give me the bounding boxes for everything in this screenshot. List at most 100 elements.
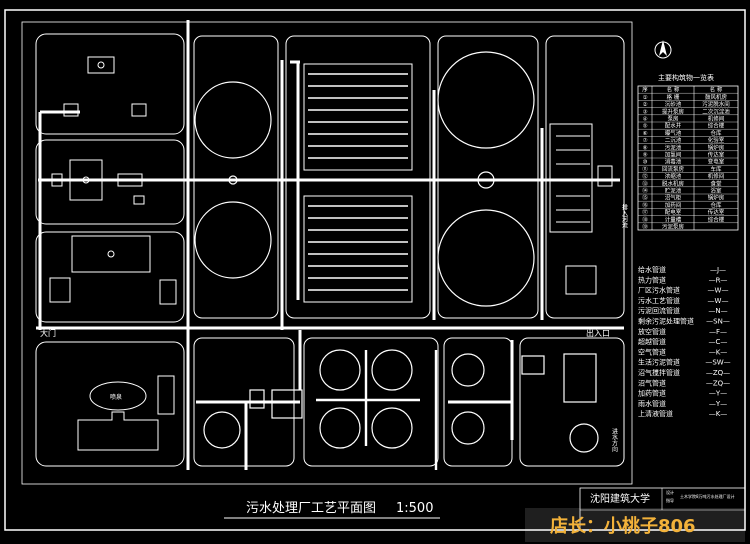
fountain-shape: [89, 381, 147, 411]
pipe-legend-code: —SN—: [706, 318, 730, 326]
pipe-legend-code: —ZQ—: [706, 379, 730, 387]
pipe-legend-code: —ZQ—: [706, 369, 730, 377]
structures-table-cell: ⑲: [642, 223, 648, 231]
pipe-legend-row: 空气管道 —K—: [638, 347, 727, 356]
pipe-legend-code: —N—: [708, 307, 727, 315]
structures-table-cell: 加药间: [665, 201, 682, 209]
structures-table-cell: ③: [643, 109, 648, 115]
structures-table-cell: 传达室: [708, 208, 725, 216]
structures-table-cell: ⑰: [642, 208, 648, 216]
structures-table-cell: ⑤: [643, 124, 648, 130]
structures-table-cell: ⑨: [643, 152, 648, 159]
structures-table-cell: 泵房: [667, 115, 679, 123]
outflow-label: 排入河流: [621, 203, 628, 229]
structures-table-cell: 污泥脱水间: [702, 100, 730, 108]
pipe-legend-name: 生活污泥管道: [638, 358, 680, 367]
clarifiers: [194, 51, 535, 307]
pipe-legend-code: —R—: [709, 276, 728, 284]
west-gate-label: 大门: [40, 328, 56, 338]
pipe-legend-code: —F—: [709, 328, 727, 336]
aeration-tanks: [303, 63, 413, 303]
pipe-legend-code: —W—: [708, 287, 729, 295]
east-gate-label: 出入口: [586, 328, 610, 338]
structures-table-cell: ①: [643, 95, 648, 101]
structures-table-cell: 机修间: [708, 172, 725, 180]
pipe-legend-code: —Y—: [709, 390, 727, 398]
pipe-legend-row: 厂区污水管道 —W—: [638, 286, 728, 295]
structures-table-cell: 沼气柜: [665, 194, 682, 202]
school-name: 沈阳建筑大学: [590, 492, 650, 505]
structures-table-cell: 曝气池: [665, 129, 682, 137]
pipe-legend-name: 沼气搅拌管道: [638, 368, 680, 377]
digester-pipes: [316, 350, 438, 470]
structures-table-cell: 机修间: [708, 115, 725, 123]
structures-table-cell: 二沉池: [665, 136, 682, 144]
drawing-title: 污水处理厂工艺平面图: [246, 501, 376, 516]
structures-table-cell: 名 称: [667, 86, 680, 94]
pipe-legend-name: 超越管道: [638, 337, 666, 346]
structures-table-cell: 提升泵房: [662, 107, 685, 115]
project-name: 土木学院8万吨污水处理厂设计: [680, 493, 735, 499]
structures-table-cell: ④: [643, 117, 648, 123]
structures-table-cell: 锅炉房: [708, 143, 725, 151]
pipe-legend-row: 超越管道—C—: [638, 337, 727, 346]
pipe-legend-name: 上清液管道: [638, 409, 673, 418]
main-pipes: [36, 20, 624, 470]
structures-table-cell: ⑬: [642, 179, 648, 187]
pipe-legend-code: —J—: [710, 266, 726, 274]
aeration-baffles: [308, 73, 408, 291]
pipe-legend-row: 沼气搅拌管道 —ZQ—: [638, 368, 730, 377]
pipe-legend-code: —K—: [709, 410, 728, 418]
office-area: [77, 375, 175, 451]
pipe-legend-code: —Y—: [709, 400, 727, 408]
pipe-legend-row: 污泥回流管道 —N—: [638, 306, 728, 315]
structures-table-cell: 变电室: [708, 158, 725, 166]
structures-table-cell: ⑦: [643, 137, 648, 144]
watermark-band: [525, 508, 745, 542]
structures-table-cell: 回流泵房: [662, 165, 685, 173]
structures-table-cell: 污泥池: [665, 143, 682, 151]
structures-table-cell: 消毒池: [665, 158, 682, 166]
structures-table-cell: 综合楼: [708, 122, 725, 130]
structures-table-cell: ⑯: [642, 201, 648, 209]
pipe-legend-name: 加药管道: [638, 389, 666, 398]
pipe-legend-name: 空气管道: [638, 347, 666, 356]
pipe-legend-name: 污水工艺管道: [638, 296, 680, 305]
drawing-scale: 1:500: [396, 501, 433, 516]
pipe-legend-name: 沼气管道: [638, 378, 666, 387]
structures-table-cell: ⑧: [643, 145, 648, 151]
structures-table-cell: ⑮: [642, 194, 648, 202]
pipe-legend-name: 厂区污水管道: [638, 286, 680, 295]
pipe-legend-name: 雨水管道: [638, 399, 666, 408]
pipe-legend-row: 放空管道 —F—: [638, 327, 727, 336]
structures-table-cell: 食堂: [710, 179, 722, 187]
pipe-legend-name: 剩余污泥处理管道: [638, 317, 694, 326]
structures-table-cell: 仓库: [710, 129, 722, 137]
title-block-label-2: 指导: [666, 497, 674, 503]
inflow-label: 进水方向: [611, 427, 618, 452]
pipe-legend-row: 污水工艺管道—W—: [638, 296, 728, 305]
pipe-legend-code: —SW—: [705, 359, 730, 367]
pipe-legend-name: 放空管道: [638, 327, 666, 336]
structures-table-cell: 仓库: [710, 201, 722, 209]
pipe-legend-name: 给水管道: [638, 265, 666, 274]
pipe-legend: 给水管道—J—热力管道—R—厂区污水管道—W—污水工艺管道—W—污泥回流管道—N…: [638, 265, 731, 418]
pipe-legend-row: 加药管道 —Y—: [638, 389, 727, 398]
structures-table-cell: 车库: [710, 165, 722, 173]
structures-table-title: 主要构筑物一览表: [658, 73, 714, 82]
pipe-legend-name: 污泥回流管道: [638, 306, 680, 315]
structures-table-cell: 格 栅: [667, 93, 680, 101]
pipe-legend-row: 上清液管道 —K—: [638, 409, 727, 418]
structures-table-cell: 序: [642, 86, 648, 94]
watermark-text: 店长：小桃子806: [550, 515, 696, 537]
fountain-label: 喷泉: [110, 393, 122, 401]
pipe-legend-row: 沼气管道 —ZQ—: [638, 378, 730, 387]
pipe-legend-row: 生活污泥管道 —SW—: [638, 358, 731, 367]
structures-table-cell: 污泥泵房: [662, 223, 685, 231]
pipe-legend-code: —K—: [709, 348, 728, 356]
structures-table-cell: 二次沉淀池: [702, 107, 730, 115]
structures-table-cell: ⑫: [642, 172, 648, 180]
title-block: [579, 487, 746, 531]
